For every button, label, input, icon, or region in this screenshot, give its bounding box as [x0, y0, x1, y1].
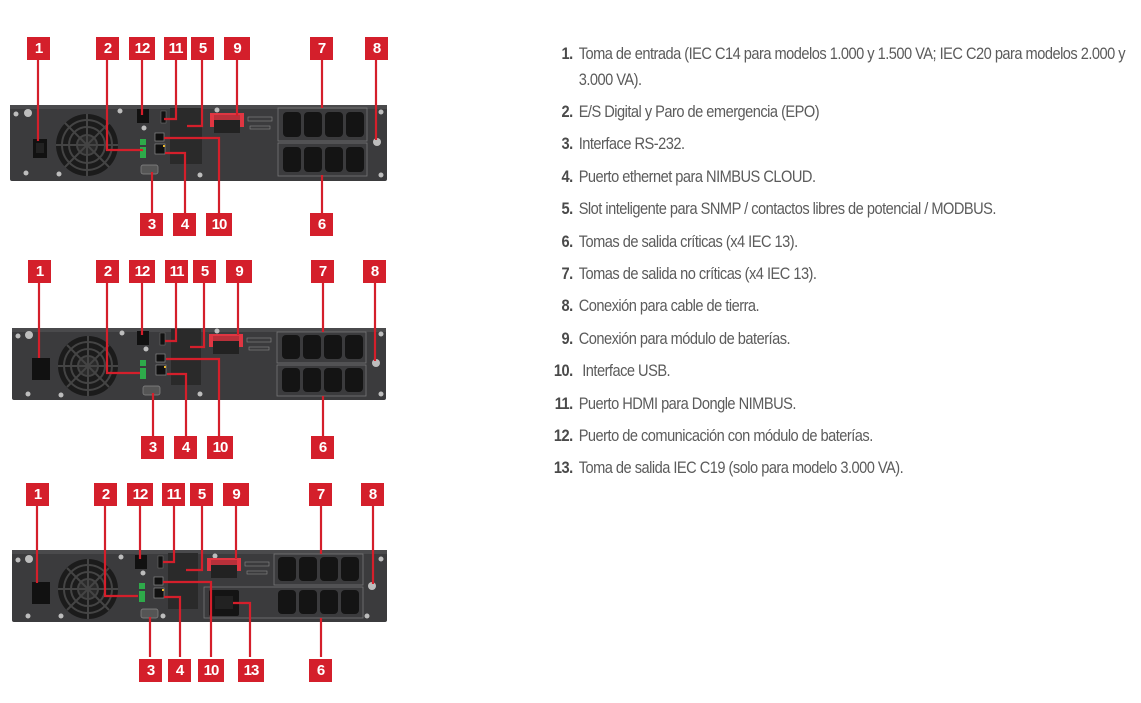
legend-number: 4.: [561, 166, 574, 186]
callout-label-5: 5: [190, 483, 213, 506]
legend-item-8: 8.Conexión para cable de tierra.: [540, 290, 1141, 322]
callout-label-10: 10: [198, 659, 224, 682]
legend-number: 3.: [561, 134, 574, 154]
callout-label-9: 9: [226, 260, 252, 283]
callout-label-8: 8: [365, 37, 388, 60]
legend-text: Tomas de salida no críticas (x4 IEC 13).: [578, 264, 817, 284]
callout-label-1: 1: [26, 483, 49, 506]
legend-number: 9.: [561, 328, 574, 348]
legend-text: Puerto de comunicación con módulo de bat…: [578, 426, 874, 446]
callout-label-13: 13: [238, 659, 264, 682]
callout-label-9: 9: [224, 37, 250, 60]
callout-label-3: 3: [141, 436, 164, 459]
legend-text: Conexión para módulo de baterías.: [578, 328, 791, 348]
legend-number: 2.: [561, 102, 574, 121]
callout-label-6: 6: [311, 436, 334, 459]
callout-label-4: 4: [174, 436, 197, 459]
ups-rear-panel-drawing: [12, 506, 387, 657]
legend-item-9: 9.Conexión para módulo de baterías.: [540, 323, 1141, 355]
legend-text: E/S Digital y Paro de emergencia (EPO): [578, 102, 820, 121]
legend-item-4: 4.Puerto ethernet para NIMBUS CLOUD.: [540, 161, 1141, 193]
legend-item-5: 5.Slot inteligente para SNMP / contactos…: [540, 193, 1141, 225]
legend-item-3: 3.Interface RS-232.: [540, 128, 1141, 160]
ups-rear-panel-unit-3: 1 2 12 11 5 9 7 8 3 4 10 13 6: [0, 446, 400, 682]
legend-text: Puerto ethernet para NIMBUS CLOUD.: [578, 166, 816, 186]
callout-label-4: 4: [168, 659, 191, 682]
callout-label-12: 12: [127, 483, 153, 506]
callout-label-3: 3: [139, 659, 162, 682]
legend-number: 6.: [561, 231, 574, 251]
callout-label-9: 9: [223, 483, 249, 506]
legend-number: 12.: [553, 426, 573, 446]
callout-label-5: 5: [191, 37, 214, 60]
ups-rear-panel-drawing: [12, 283, 386, 436]
legend-number: 8.: [561, 296, 574, 316]
callout-label-1: 1: [27, 37, 50, 60]
legend-text: Tomas de salida críticas (x4 IEC 13).: [578, 231, 798, 251]
ups-rear-panel-drawing: [10, 60, 387, 213]
legend-item-12: 12.Puerto de comunicación con módulo de …: [540, 420, 1141, 452]
callout-label-7: 7: [309, 483, 332, 506]
legend-item-7: 7.Tomas de salida no críticas (x4 IEC 13…: [540, 258, 1141, 290]
callout-label-8: 8: [363, 260, 386, 283]
ups-rear-panel-unit-2: 1 2 12 11 5 9 7 8 3 4 10 6: [0, 223, 400, 459]
callout-label-6: 6: [309, 659, 332, 682]
callout-label-11: 11: [162, 483, 185, 506]
legend-item-10: 10. Interface USB.: [540, 355, 1141, 387]
legend-list: 1.Toma de entrada (IEC C14 para modelos …: [540, 38, 1141, 485]
legend-number: 5.: [561, 199, 574, 219]
legend-number: 13.: [553, 458, 573, 478]
callout-label-2: 2: [96, 37, 119, 60]
legend-text: Interface USB.: [578, 361, 671, 381]
legend-item-2: 2.E/S Digital y Paro de emergencia (EPO): [540, 96, 1141, 128]
callout-label-12: 12: [129, 260, 155, 283]
legend-item-6: 6.Tomas de salida críticas (x4 IEC 13).: [540, 226, 1141, 258]
callout-label-2: 2: [96, 260, 119, 283]
legend-text: Slot inteligente para SNMP / contactos l…: [578, 199, 997, 219]
legend-number: 7.: [561, 264, 574, 284]
callout-label-12: 12: [129, 37, 155, 60]
legend-item-1: 1.Toma de entrada (IEC C14 para modelos …: [540, 38, 1141, 96]
callout-label-2: 2: [94, 483, 117, 506]
callout-label-1: 1: [28, 260, 51, 283]
callout-label-10: 10: [206, 213, 232, 236]
ups-rear-panel-diagrams: 1 2 12 11 5 9 7 8 3 4 10 6: [0, 0, 520, 703]
legend-text: Toma de entrada (IEC C14 para modelos 1.…: [578, 44, 1126, 89]
ups-rear-panel-unit-1: 1 2 12 11 5 9 7 8 3 4 10 6: [0, 0, 400, 236]
callout-label-11: 11: [164, 37, 187, 60]
legend-text: Puerto HDMI para Dongle NIMBUS.: [578, 393, 797, 413]
legend-item-11: 11. Puerto HDMI para Dongle NIMBUS.: [540, 388, 1141, 420]
callout-label-7: 7: [311, 260, 334, 283]
callout-label-5: 5: [193, 260, 216, 283]
legend-number: 10.: [553, 361, 573, 381]
callout-label-4: 4: [173, 213, 196, 236]
legend-text: Toma de salida IEC C19 (solo para modelo…: [578, 458, 904, 478]
legend-number: 1.: [561, 44, 574, 63]
callout-label-11: 11: [165, 260, 188, 283]
callout-label-7: 7: [310, 37, 333, 60]
legend-text: Conexión para cable de tierra.: [578, 296, 760, 316]
callout-label-6: 6: [310, 213, 333, 236]
legend-text: Interface RS-232.: [578, 134, 685, 154]
legend-number: 11.: [554, 393, 573, 413]
legend-item-13: 13.Toma de salida IEC C19 (solo para mod…: [540, 452, 1141, 484]
callout-label-3: 3: [140, 213, 163, 236]
callout-label-8: 8: [361, 483, 384, 506]
callout-label-10: 10: [207, 436, 233, 459]
